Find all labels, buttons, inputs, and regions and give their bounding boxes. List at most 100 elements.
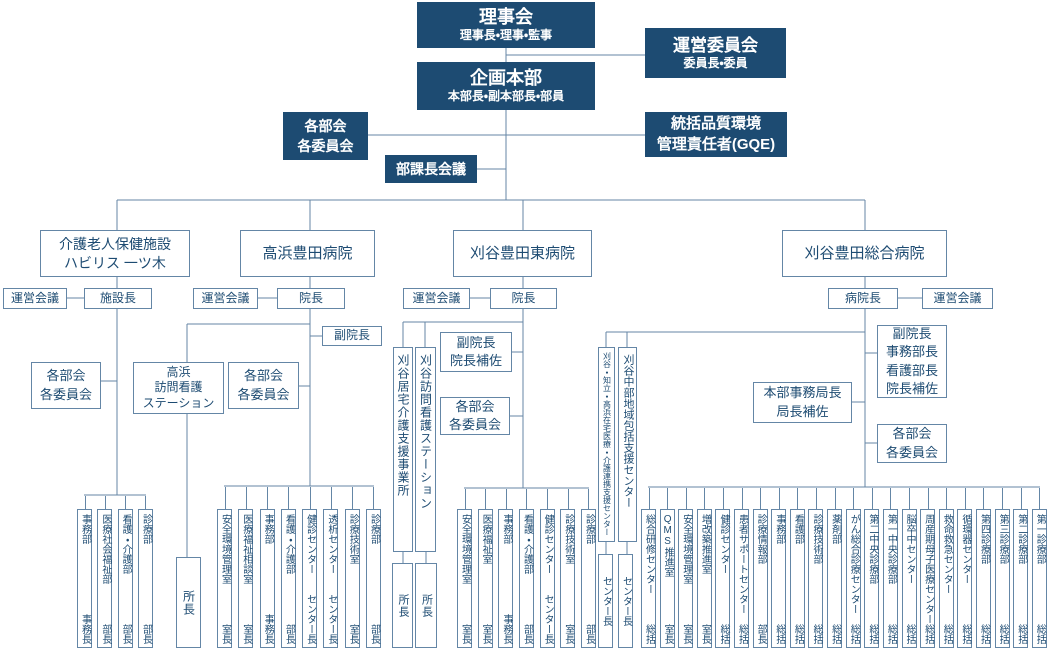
department-column: 診療技術室室長	[560, 489, 576, 648]
department-head: 事務長	[500, 614, 512, 644]
station-line3: ステーション	[142, 395, 215, 410]
hq-line1: 本部事務局長	[763, 385, 842, 401]
community-support-center-name: 刈谷中部地域包括支援センター	[622, 354, 634, 508]
department-column: 周産期母子医療センター総括	[920, 488, 936, 648]
department-name: 診療技術部	[810, 514, 822, 564]
kariya-east-hospital-box: 刈谷豊田東病院	[453, 230, 592, 277]
takahama-director-label: 院長	[298, 290, 323, 305]
department-column: 第二診療部総括	[1013, 488, 1029, 648]
department-name: 健診センター	[717, 514, 729, 574]
takahama-vice-director-box: 副院長	[322, 326, 382, 346]
department-head: 事務長	[79, 614, 91, 644]
department-name: 患者サポートセンター	[736, 514, 748, 614]
takahama-vice-director-label: 副院長	[333, 328, 370, 343]
department-head: 総括	[885, 624, 897, 644]
visiting-nurse-station-head-label: 所長	[420, 593, 433, 618]
regional-center-head-label: センター長	[600, 576, 612, 626]
managers-meeting-label: 部課長会議	[396, 160, 466, 177]
committees-line2: 各委員会	[237, 386, 290, 402]
department-head: 室長	[562, 624, 574, 644]
department-column: 安全環境管理室室長	[217, 487, 232, 648]
community-support-center-box: 刈谷中部地域包括支援センター	[618, 347, 637, 542]
department-name: 総合研修センター	[643, 514, 655, 594]
department-column: 第四診療部総括	[975, 488, 991, 648]
department-head: 総括	[810, 624, 822, 644]
department-name: 看護・介護部	[521, 514, 533, 574]
department-column: 安全環境管理室室長	[457, 489, 472, 648]
committees-box-b1: 各部会 各委員会	[31, 362, 101, 409]
committees-line1: 各部会	[46, 368, 86, 384]
department-column: 医療福祉相談室室長	[238, 487, 254, 648]
department-head: 部長	[521, 624, 533, 644]
steering-committee-title: 運営委員会	[673, 35, 758, 55]
department-name: 診療部	[368, 514, 380, 544]
facility-habilis-name-line2: ハビリス 一ツ木	[64, 254, 166, 271]
department-head: 総括	[904, 624, 916, 644]
department-column: QMS推進室室長	[659, 488, 675, 648]
regional-center-head-box: センター長	[598, 554, 613, 648]
department-name: 医療福祉相談室	[240, 514, 252, 584]
department-name: 第一診療部	[1034, 514, 1046, 564]
hq-secretariat-box: 本部事務局長 局長補佐	[753, 382, 852, 423]
department-head: センター長	[325, 594, 337, 644]
department-head: 総括	[848, 624, 860, 644]
department-head: 総括	[792, 624, 804, 644]
department-name: 脳卒中センター	[904, 514, 916, 584]
department-name: 医療福祉室	[480, 514, 492, 564]
department-head: 部長	[368, 624, 380, 644]
department-head: 部長	[755, 624, 767, 644]
gqe-line2: 管理責任者(GQE)	[656, 135, 776, 153]
department-column: 診療技術部総括	[808, 488, 824, 648]
department-head: 室長	[699, 624, 711, 644]
department-name: がん総合診療センター	[848, 514, 860, 614]
department-head: 総括	[866, 624, 878, 644]
department-head: センター長	[304, 594, 316, 644]
ops-council-box-4: 運営会議	[922, 288, 993, 309]
department-name: 診療技術室	[347, 514, 359, 564]
department-column: 診療情報部部長	[752, 488, 768, 648]
ops-council-label: 運営会議	[10, 290, 59, 305]
regional-medical-care-center-box: 刈谷・知立・高浜在宅医療・介護連携支援センター	[598, 347, 615, 542]
home-care-office-head-box: 所長	[392, 563, 413, 648]
department-column: 診療部部長	[580, 489, 596, 648]
department-name: 第二診療部	[1015, 514, 1027, 564]
hq-line2: 局長補佐	[776, 403, 829, 419]
board-subtitle: 理事長・理事・監事	[459, 28, 553, 43]
department-head: 総括	[959, 624, 971, 644]
regional-medical-care-center-name: 刈谷・知立・高浜在宅医療・介護連携支援センター	[602, 352, 612, 536]
department-name: 診療部	[583, 514, 595, 544]
planning-hq-box: 企画本部 本部長・副本部長・部員	[417, 62, 595, 110]
department-column: 事務部事務長	[259, 487, 275, 648]
ops-council-box-3: 運営会議	[403, 288, 470, 309]
department-head: 総括	[922, 624, 934, 644]
department-head: 室長	[219, 624, 231, 644]
kariya-general-hospital-box: 刈谷豊田総合病院	[782, 230, 947, 277]
department-name: 健診センター	[542, 514, 554, 574]
department-column: 診療部部長	[137, 496, 153, 648]
committees-line2: 各委員会	[885, 444, 938, 460]
committees-box-b4: 各部会 各委員会	[877, 424, 947, 463]
department-head: 部長	[583, 624, 595, 644]
department-name: 第二中央診療部	[866, 514, 878, 584]
committees-line1: 各部会	[243, 368, 283, 384]
department-head: 総括	[997, 624, 1009, 644]
exec-line4: 院長補佐	[885, 380, 938, 396]
department-name: 診療部	[140, 514, 152, 544]
department-head: 部長	[99, 624, 111, 644]
department-column: 看護部総括	[789, 488, 805, 648]
planning-hq-title: 企画本部	[470, 67, 542, 88]
kariya-east-hospital-name: 刈谷豊田東病院	[469, 244, 575, 262]
department-column: 安全環境管理室室長	[678, 488, 694, 648]
committees-line1: 各部会	[304, 117, 347, 134]
department-column: 患者サポートセンター総括	[734, 488, 750, 648]
exec-line3: 看護部長	[885, 362, 938, 378]
board-box: 理事会 理事長・理事・監事	[417, 2, 595, 48]
department-name: 健診センター	[304, 514, 316, 574]
department-head: 室長	[480, 624, 492, 644]
vice-line1: 副院長	[456, 334, 496, 350]
department-head: 総括	[717, 624, 729, 644]
kariya-general-director-label: 病院長	[844, 290, 881, 305]
department-column: 健診センターセンター長	[539, 489, 555, 648]
